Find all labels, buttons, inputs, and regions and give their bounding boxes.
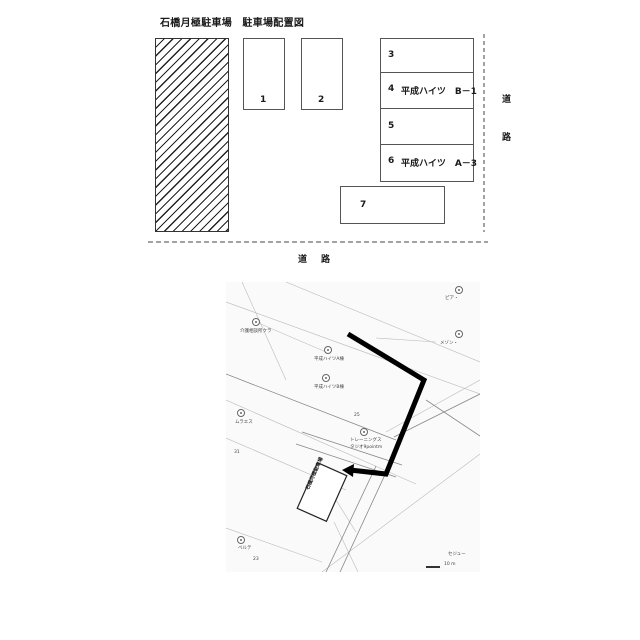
map-label: 25 bbox=[354, 413, 360, 418]
map-label: セジュー bbox=[448, 552, 466, 557]
map-label: 31 bbox=[234, 450, 240, 455]
map-pin-icon bbox=[455, 330, 463, 338]
space-number: 4 bbox=[388, 84, 395, 94]
space-number: 2 bbox=[318, 95, 325, 105]
map-label: 平成ハイツA棟 bbox=[314, 357, 344, 362]
parking-space-3: 3 bbox=[380, 38, 474, 74]
map-label: トレーニングス bbox=[350, 438, 382, 443]
road-label-bottom: 道路 bbox=[298, 255, 345, 265]
parking-space-7: 7 bbox=[340, 186, 445, 224]
space-number: 1 bbox=[260, 95, 267, 105]
map-lines bbox=[226, 282, 480, 572]
hatched-area bbox=[155, 38, 229, 232]
scale-bar bbox=[426, 566, 440, 568]
map-label: 平成ハイツB棟 bbox=[314, 385, 344, 390]
map-pin-icon bbox=[360, 428, 368, 436]
road-boundary-lines bbox=[148, 34, 488, 243]
parking-space-2: 2 bbox=[301, 38, 343, 110]
space-number: 5 bbox=[388, 121, 395, 131]
map-label: メゾン・ bbox=[440, 341, 458, 346]
space-number: 3 bbox=[388, 50, 395, 60]
map-pin-icon bbox=[252, 318, 260, 326]
space-number: 7 bbox=[360, 200, 367, 210]
parking-space-4: 4 平成ハイツ B－1 bbox=[380, 72, 477, 110]
map-label: 介護相談所クラ bbox=[240, 329, 272, 334]
space-label: 平成ハイツ B－1 bbox=[401, 87, 477, 97]
map-label: 23 bbox=[253, 557, 259, 562]
road-label-right-1: 道 bbox=[502, 95, 512, 105]
map-pin-icon bbox=[322, 374, 330, 382]
map-pin-icon bbox=[237, 536, 245, 544]
map-pin-icon bbox=[455, 286, 463, 294]
location-map: ピア・ メゾン・ 介護相談所クラ 平成ハイツA棟 平成ハイツB棟 25 トレーニ… bbox=[226, 282, 480, 572]
map-label: ムラエス bbox=[235, 420, 253, 425]
space-number: 6 bbox=[388, 156, 395, 166]
scale-label: 10 m bbox=[444, 562, 456, 567]
map-pin-icon bbox=[237, 409, 245, 417]
road-label-right-2: 路 bbox=[502, 133, 512, 143]
page-title: 石橋月極駐車場 駐車場配置図 bbox=[160, 18, 305, 29]
space-label: 平成ハイツ A－3 bbox=[401, 159, 478, 169]
map-label: ピア・ bbox=[445, 296, 459, 301]
parking-space-5: 5 bbox=[380, 108, 474, 146]
parking-space-6: 6 平成ハイツ A－3 bbox=[380, 144, 478, 182]
parking-space-1: 1 bbox=[243, 38, 285, 110]
map-pin-icon bbox=[324, 346, 332, 354]
map-label: ベルテ bbox=[238, 546, 252, 551]
map-label: タジオ9pointm bbox=[350, 445, 383, 450]
